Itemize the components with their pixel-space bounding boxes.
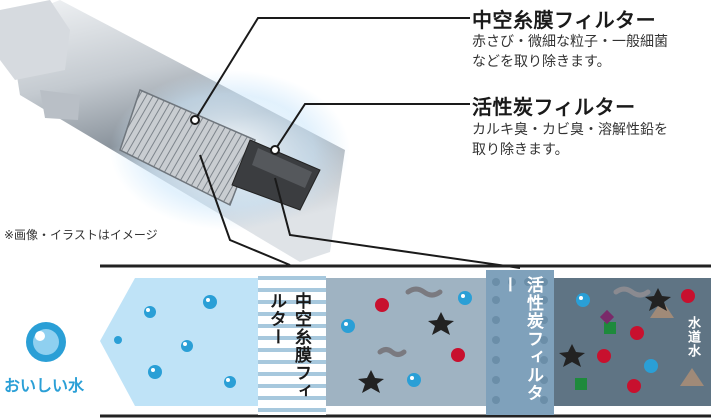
leader-line-hollow-fiber [194,17,470,121]
clean-water-bubbles [114,295,236,388]
leader-line-carbon [274,103,470,151]
hollow-fiber-band-label: 中空糸膜フィルター [266,292,311,400]
carbon-band-label: 活性炭フィルター [498,276,543,402]
hollow-fiber-desc-1: 赤さび・微細な粒子・一般細菌 [472,34,668,50]
hollow-fiber-title: 中空糸膜フィルター [472,8,657,32]
hollow-fiber-filter-cylinder [119,88,256,207]
tap-water-label: 水道水 [685,316,700,358]
tap-water-particles [559,286,704,393]
hollow-fiber-desc-2: などを取り除きます。 [472,54,611,70]
clean-water-label: おいしい水 [4,376,85,395]
image-note: ※画像・イラストはイメージ [4,228,158,242]
water-drop-icon [26,322,66,362]
carbon-desc-1: カルキ臭・カビ臭・溶解性鉛を [472,122,668,138]
middle-zone-particles [341,286,472,393]
faucet-spout [40,90,80,120]
carbon-title: 活性炭フィルター [472,95,636,119]
hollow-fiber-band [258,270,326,415]
leader-line-to-band-1 [199,154,291,266]
clean-water-zone [100,278,258,406]
leader-line-to-band-2 [274,177,521,269]
carbon-desc-2: 取り除きます。 [472,142,569,158]
